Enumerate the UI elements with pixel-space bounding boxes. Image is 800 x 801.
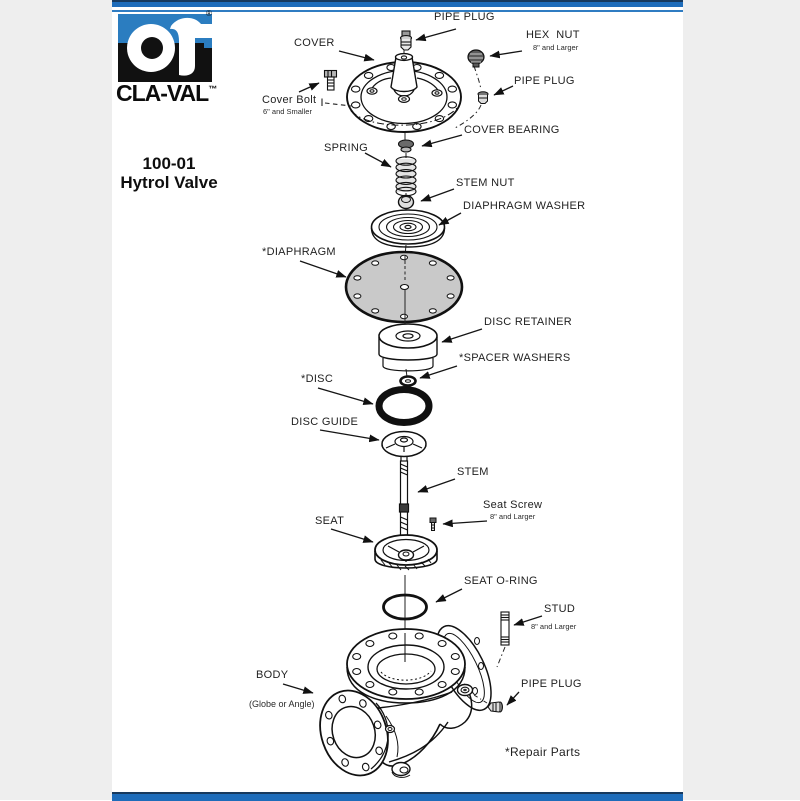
seat-screw-part bbox=[429, 517, 437, 531]
plug-centerline bbox=[454, 104, 482, 129]
label-cover: COVER bbox=[294, 37, 335, 49]
right-margin bbox=[683, 0, 800, 800]
label-diaphragm: *DIAPHRAGM bbox=[262, 246, 336, 258]
disc-guide-part bbox=[381, 430, 427, 461]
seat-o-ring-part bbox=[382, 593, 428, 621]
registered-mark: ® bbox=[206, 9, 212, 18]
label-pipe-plug-top: PIPE PLUG bbox=[434, 11, 495, 23]
body-part bbox=[319, 624, 492, 778]
leader-arrows bbox=[282, 28, 543, 706]
pipe-plug-upper-right-part bbox=[477, 91, 489, 104]
label-spacer-washers: *SPACER WASHERS bbox=[459, 352, 571, 364]
stud-centerline bbox=[496, 646, 506, 668]
product-code: 100-01 bbox=[142, 154, 196, 173]
label-body-sub: (Globe or Angle) bbox=[249, 699, 315, 709]
spring-part bbox=[395, 156, 417, 197]
label-body: BODY bbox=[256, 669, 289, 681]
product-title: 100-01 Hytrol Valve bbox=[107, 154, 231, 192]
cover-bolt-part bbox=[323, 69, 338, 91]
cover-bearing-part bbox=[397, 139, 415, 153]
label-pipe-plug-upper-right: PIPE PLUG bbox=[514, 75, 575, 87]
disc-part bbox=[375, 386, 433, 426]
label-hex-nut: HEX NUT bbox=[526, 29, 580, 41]
label-disc: *DISC bbox=[301, 373, 334, 385]
label-stem-nut: STEM NUT bbox=[456, 177, 515, 189]
cover-bolt-leader bbox=[321, 98, 352, 107]
label-stud: STUD bbox=[544, 603, 576, 615]
stem-nut-part bbox=[397, 194, 415, 210]
disc-retainer-part bbox=[378, 323, 438, 372]
product-name: Hytrol Valve bbox=[120, 173, 218, 192]
label-pipe-plug-bottom: PIPE PLUG bbox=[521, 678, 582, 690]
label-seat-o-ring: SEAT O-RING bbox=[464, 575, 538, 587]
pipe-plug-bottom-centerline bbox=[473, 694, 488, 704]
brand-wordmark: CLA-VAL™ bbox=[116, 80, 218, 106]
seat-part bbox=[374, 534, 438, 571]
label-diaphragm-washer: DIAPHRAGM WASHER bbox=[463, 200, 586, 212]
label-disc-retainer: DISC RETAINER bbox=[484, 316, 573, 328]
label-cover-bearing: COVER BEARING bbox=[464, 124, 560, 136]
label-seat-screw: Seat Screw bbox=[483, 499, 543, 511]
hex-nut-part bbox=[467, 49, 485, 68]
label-stud-sub: 8" and Larger bbox=[531, 622, 577, 631]
stud-part bbox=[500, 611, 510, 646]
label-cover-bolt: Cover Bolt bbox=[262, 94, 317, 106]
bottom-rule-bar bbox=[112, 792, 683, 801]
label-cover-bolt-sub: 6" and Smaller bbox=[263, 107, 312, 116]
cover-part bbox=[346, 52, 462, 133]
stem-part bbox=[398, 460, 410, 537]
label-disc-guide: DISC GUIDE bbox=[291, 416, 359, 428]
label-hex-nut-sub: 8" and Larger bbox=[533, 43, 579, 52]
hex-nut-centerline bbox=[473, 65, 482, 91]
label-seat: SEAT bbox=[315, 515, 345, 527]
diaphragm-part bbox=[344, 250, 464, 333]
pipe-plug-bottom-part bbox=[487, 701, 503, 713]
diaphragm-washer-part bbox=[370, 209, 446, 248]
cla-val-logo bbox=[118, 14, 212, 82]
left-margin bbox=[0, 0, 112, 800]
label-seat-screw-sub: 8" and Larger bbox=[490, 512, 536, 521]
label-spring: SPRING bbox=[324, 142, 368, 154]
pipe-plug-top-part bbox=[399, 30, 413, 51]
label-stem: STEM bbox=[457, 466, 489, 478]
top-rule-bar bbox=[112, 0, 683, 12]
spacer-washer-part bbox=[399, 375, 417, 387]
label-repair-parts: *Repair Parts bbox=[505, 745, 581, 759]
